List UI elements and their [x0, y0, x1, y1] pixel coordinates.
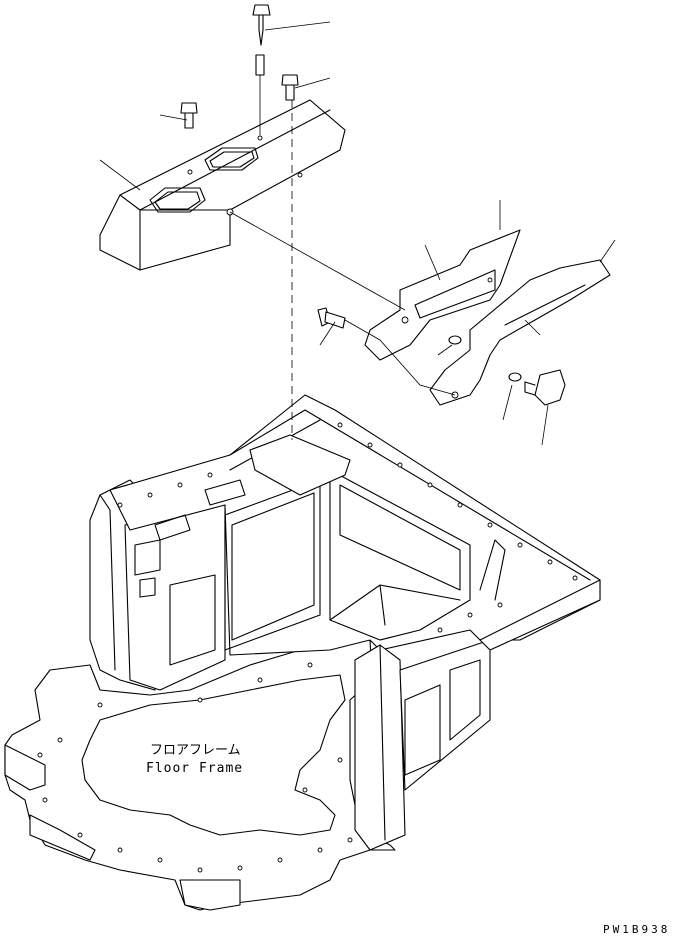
bracket-left [364, 229, 521, 361]
leader-lines [99, 21, 616, 446]
bolt-top [252, 4, 271, 135]
console-opening-rear [204, 147, 259, 171]
bolt-right [281, 74, 299, 101]
floor-frame-label-jp: フロアフレーム [150, 743, 241, 758]
drawing-code: PW1B938 [603, 923, 670, 936]
knob [524, 369, 566, 406]
frame-holes [37, 422, 578, 873]
console-opening-front [149, 187, 206, 213]
console-box [99, 99, 346, 271]
top-bracket [249, 434, 351, 496]
floor-frame [4, 394, 601, 911]
bolt-lower [317, 307, 346, 329]
floor-plate [4, 639, 396, 911]
bracket-right [429, 259, 611, 406]
washer [448, 335, 522, 382]
right-pillar [354, 644, 406, 851]
bolt-left [180, 102, 198, 129]
floor-cutout [81, 674, 346, 836]
right-panel [399, 639, 491, 791]
floor-frame-label-en: Floor Frame [146, 761, 243, 776]
center-window [224, 479, 321, 651]
